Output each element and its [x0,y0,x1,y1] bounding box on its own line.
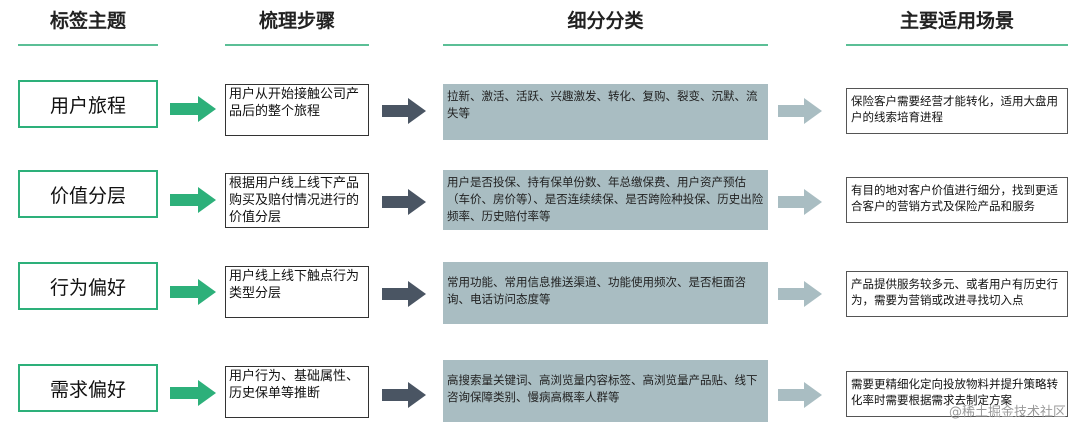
dark-arrow-icon [382,189,426,215]
step-box: 用户行为、基础属性、历史保单等推断 [225,366,369,418]
green-arrow-icon [170,187,216,213]
green-arrow-icon [170,96,216,122]
topic-box: 用户旅程 [18,80,158,128]
header-scene: 主要适用场景 [899,10,1014,32]
watermark: @稀土掘金技术社区 [948,405,1066,420]
scene-box: 需要更精细化定向投放物料并提升策略转化率时需要根据需求去制定方案 [846,371,1068,417]
step-box: 根据用户线上线下产品购买及赔付情况进行的价值分层 [225,173,369,228]
light-arrow-icon [778,98,822,124]
scene-box: 产品提供服务较多元、或者用户有历史行为，需要为营销或改进寻找切入点 [846,271,1068,317]
header-underline-scene [846,44,1068,46]
detail-box: 用户是否投保、持有保单份数、年总缴保费、用户资产预估（车价、房价等）、是否连续续… [443,170,768,230]
dark-arrow-icon [382,281,426,307]
header-underline-detail [443,44,768,46]
green-arrow-icon [170,380,216,406]
scene-box: 有目的地对客户价值进行细分，找到更适合客户的营销方式及保险产品和服务 [846,177,1068,223]
light-arrow-icon [778,189,822,215]
detail-box: 高搜索量关键词、高浏览量内容标签、高浏览量产品贴、线下咨询保障类别、慢病高概率人… [443,360,768,422]
dark-arrow-icon [382,98,426,124]
light-arrow-icon [778,382,822,408]
header-steps: 梳理步骤 [258,10,335,32]
step-box: 用户线上线下触点行为类型分层 [225,266,369,318]
header-topic: 标签主题 [49,10,126,32]
detail-box: 拉新、激活、活跃、兴趣激发、转化、复购、裂变、沉默、流失等 [443,84,768,140]
header-detail: 细分分类 [567,10,644,32]
header-underline-steps [225,44,369,46]
topic-box: 需求偏好 [18,364,158,412]
topic-box: 行为偏好 [18,262,158,310]
dark-arrow-icon [382,382,426,408]
step-box: 用户从开始接触公司产品后的整个旅程 [225,84,369,136]
topic-box: 价值分层 [18,170,158,218]
header-underline-topic [18,44,158,46]
scene-box: 保险客户需要经营才能转化，适用大盘用户的线索培育进程 [846,88,1068,134]
green-arrow-icon [170,279,216,305]
detail-box: 常用功能、常用信息推送渠道、功能使用频次、是否柜面咨询、电话访问态度等 [443,262,768,324]
light-arrow-icon [778,281,822,307]
